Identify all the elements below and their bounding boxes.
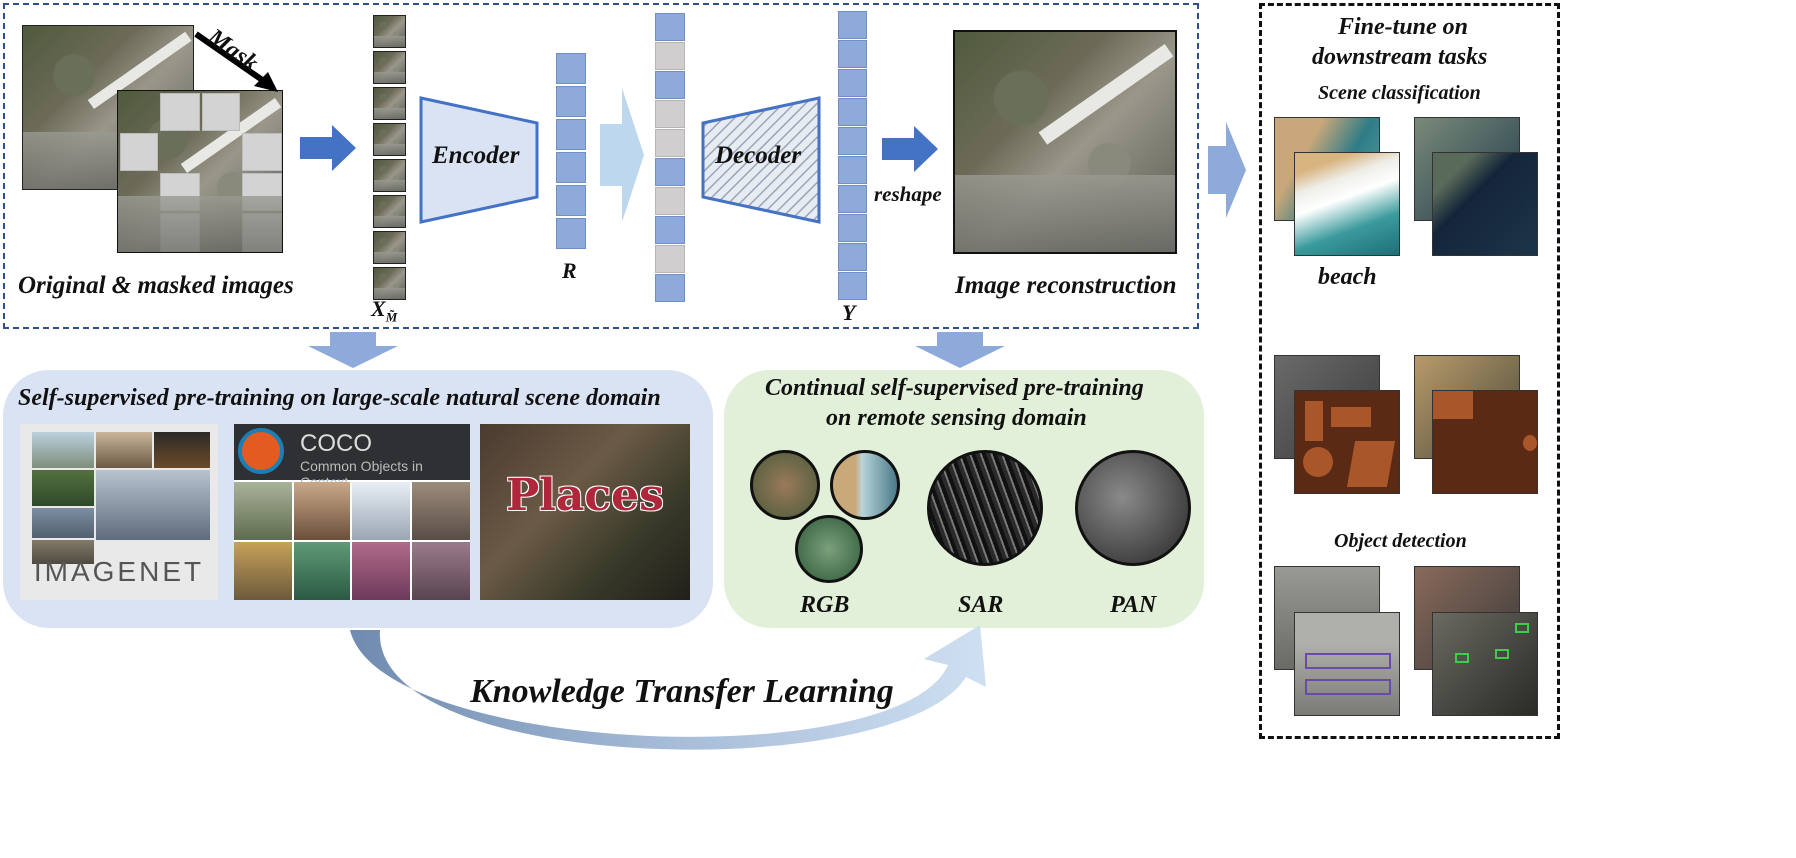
places-label: Places — [506, 470, 664, 521]
rgb-image-circle-1 — [750, 450, 820, 520]
pretraining-pipeline-panel — [3, 3, 1199, 329]
natural-domain-title: Self-supervised pre-training on large-sc… — [18, 385, 661, 411]
remote-sensing-title-line2: on remote sensing domain — [826, 405, 1087, 431]
finetune-panel — [1259, 3, 1560, 739]
finetune-title-line1: Fine-tune on — [1338, 14, 1469, 40]
knowledge-transfer-label: Knowledge Transfer Learning — [470, 673, 894, 710]
original-masked-images-label: Original & masked images — [18, 272, 294, 299]
image-reconstruction-label: Image reconstruction — [955, 272, 1177, 299]
decoder-label: Decoder — [715, 142, 802, 169]
coco-collage: COCO Common Objects in Context — [234, 424, 470, 600]
reshape-arrow — [882, 126, 938, 172]
detection-thumb-front-1 — [1294, 612, 1400, 716]
latent-r-label: R — [562, 258, 577, 283]
arrow-to-decoder-input — [600, 88, 644, 222]
rgb-image-circle-2 — [830, 450, 900, 520]
encoder-label: Encoder — [432, 142, 520, 169]
detection-thumb-front-2 — [1432, 612, 1538, 716]
arrow-to-tokens — [300, 125, 356, 171]
modality-rgb-label: RGB — [800, 592, 850, 618]
mask-arrow — [194, 31, 278, 92]
output-y-label: Y — [842, 300, 856, 325]
beach-thumb-front — [1294, 152, 1400, 256]
modality-sar-label: SAR — [958, 592, 1004, 618]
segmentation-thumb-front-1 — [1294, 390, 1400, 494]
imagenet-label: IMAGENET — [33, 556, 205, 587]
down-arrow-remote — [915, 332, 1005, 368]
pan-image-circle — [1075, 450, 1191, 566]
reconstructed-image — [953, 30, 1177, 254]
visible-tokens-label: XM̃ — [371, 296, 398, 325]
masked-image — [117, 90, 283, 253]
sar-image-circle — [927, 450, 1043, 566]
object-detection-label: Object detection — [1334, 530, 1467, 552]
harbor-thumb-front — [1432, 152, 1538, 256]
scene-classification-label: Scene classification — [1318, 82, 1481, 104]
down-arrow-natural — [308, 332, 398, 368]
imagenet-collage: IMAGENET — [20, 424, 218, 600]
places-collage: Places — [480, 424, 690, 600]
segmentation-thumb-front-2 — [1432, 390, 1538, 494]
finetune-title-line2: downstream tasks — [1312, 44, 1488, 70]
encoder-block — [419, 96, 539, 224]
reshape-label: reshape — [874, 182, 942, 206]
visible-token-strip — [373, 15, 406, 300]
arrow-to-finetune — [1208, 122, 1246, 218]
beach-label: beach — [1318, 264, 1377, 290]
decoder-block — [701, 96, 821, 224]
remote-sensing-title-line1: Continual self-supervised pre-training — [765, 375, 1144, 401]
coco-title: COCO — [300, 430, 372, 457]
modality-pan-label: PAN — [1110, 592, 1157, 618]
rgb-image-circle-3 — [795, 515, 863, 583]
coco-logo-icon — [238, 428, 284, 474]
